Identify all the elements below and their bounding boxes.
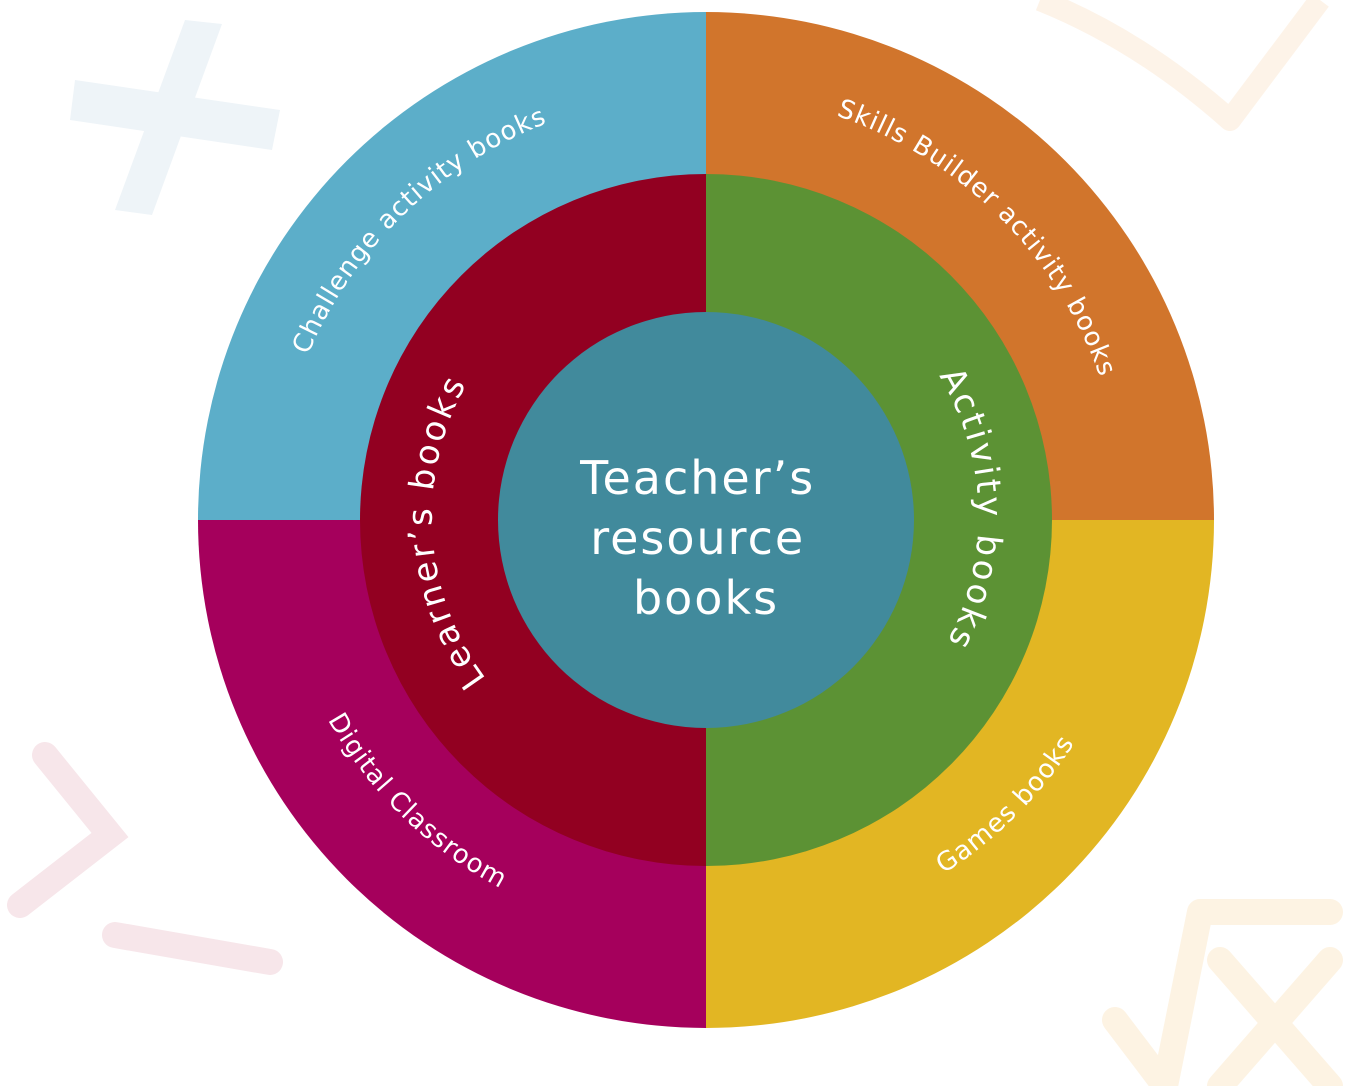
center-line-1: Teacher’s [579,451,815,505]
center-line-3: books [633,571,779,625]
less-than-or-equal-symbol-icon [7,742,283,975]
center-title: Teacher’s resource books [579,451,832,625]
root-sign [1102,899,1343,1086]
equal-underline [102,922,283,975]
book-outline [1035,0,1329,131]
plus-horizontal-stroke [70,80,280,150]
center-circle [498,312,914,728]
x-letter [1207,947,1343,1086]
center-line-2: resource [590,511,805,565]
book-symbol-icon [1035,0,1329,131]
less-than-chevron [7,742,129,918]
square-root-x-symbol-icon [1102,899,1343,1086]
plus-symbol-icon [70,20,280,215]
